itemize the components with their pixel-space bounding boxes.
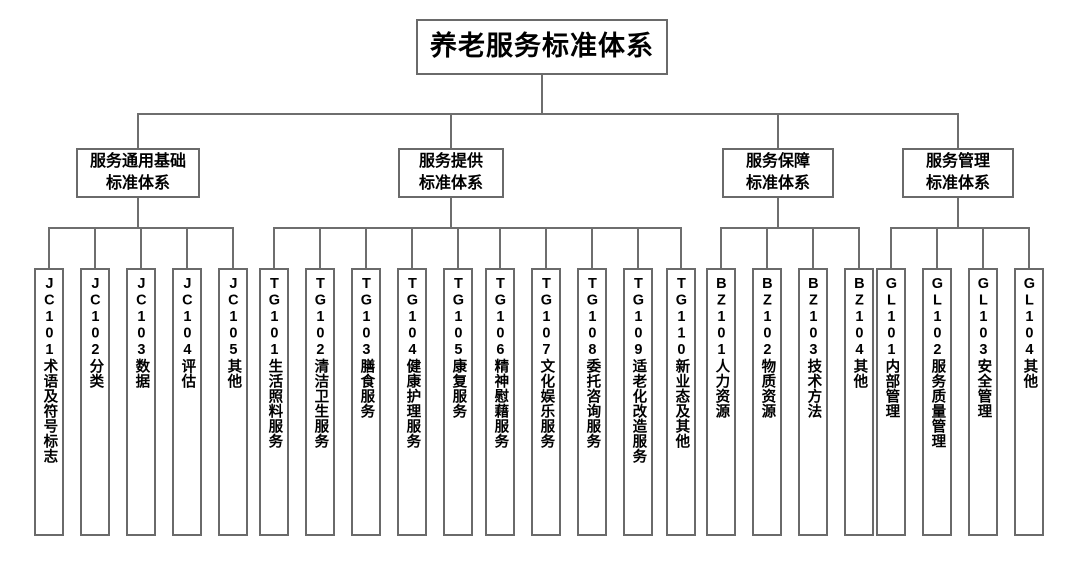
leaf-node-label-TG109: TG109适老化改造服务	[630, 276, 647, 464]
leaf-stem-connector-TG109	[637, 227, 639, 268]
branch-node-BZ[interactable]: 服务保障 标准体系	[722, 148, 834, 198]
leaf-stem-connector-JC102	[94, 227, 96, 268]
leaf-bus-connector-BZ	[721, 227, 859, 229]
leaf-node-BZ101[interactable]: BZ101人力资源	[706, 268, 736, 536]
branch-stem-connector-TG	[450, 113, 452, 148]
leaf-node-TG106[interactable]: TG106精神慰藉服务	[485, 268, 515, 536]
leaf-node-label-TG101: TG101生活照料服务	[266, 276, 283, 449]
leaf-node-TG109[interactable]: TG109适老化改造服务	[623, 268, 653, 536]
leaf-node-BZ103[interactable]: BZ103技术方法	[798, 268, 828, 536]
leaf-stem-connector-JC103	[140, 227, 142, 268]
leaf-stem-connector-TG105	[457, 227, 459, 268]
leaf-node-label-JC104: JC104评估	[179, 276, 196, 389]
leaf-node-label-TG103: TG103膳食服务	[358, 276, 375, 419]
leaf-stem-connector-GL101	[890, 227, 892, 268]
branch-drop-connector-TG	[450, 198, 452, 227]
branch-node-label-GL: 服务管理 标准体系	[925, 153, 990, 192]
leaf-node-JC103[interactable]: JC103数据	[126, 268, 156, 536]
leaf-stem-connector-BZ104	[858, 227, 860, 268]
leaf-node-TG110[interactable]: TG110新业态及其他	[666, 268, 696, 536]
leaf-node-TG107[interactable]: TG107文化娱乐服务	[531, 268, 561, 536]
branch-node-label-TG: 服务提供 标准体系	[418, 153, 483, 192]
leaf-node-label-TG104: TG104健康护理服务	[404, 276, 421, 449]
root-bus-connector	[138, 113, 958, 115]
leaf-node-JC102[interactable]: JC102分类	[80, 268, 110, 536]
leaf-node-TG102[interactable]: TG102清洁卫生服务	[305, 268, 335, 536]
leaf-node-label-JC105: JC105其他	[225, 276, 242, 389]
leaf-node-GL101[interactable]: GL101内部管理	[876, 268, 906, 536]
leaf-stem-connector-TG110	[680, 227, 682, 268]
leaf-bus-connector-TG	[274, 227, 681, 229]
leaf-node-label-BZ103: BZ103技术方法	[805, 276, 822, 419]
leaf-node-label-TG110: TG110新业态及其他	[673, 276, 690, 449]
leaf-stem-connector-TG103	[365, 227, 367, 268]
leaf-stem-connector-JC104	[186, 227, 188, 268]
leaf-node-label-TG108: TG108委托咨询服务	[584, 276, 601, 449]
leaf-node-GL104[interactable]: GL104其他	[1014, 268, 1044, 536]
leaf-node-label-TG106: TG106精神慰藉服务	[492, 276, 509, 449]
leaf-stem-connector-GL103	[982, 227, 984, 268]
leaf-node-label-BZ101: BZ101人力资源	[713, 276, 730, 419]
leaf-node-label-TG107: TG107文化娱乐服务	[538, 276, 555, 449]
leaf-stem-connector-TG107	[545, 227, 547, 268]
branch-stem-connector-BZ	[777, 113, 779, 148]
leaf-node-label-GL101: GL101内部管理	[883, 276, 900, 419]
root-node-label: 养老服务标准体系	[430, 31, 654, 62]
leaf-node-GL102[interactable]: GL102服务质量管理	[922, 268, 952, 536]
leaf-node-label-BZ102: BZ102物质资源	[759, 276, 776, 419]
branch-drop-connector-BZ	[777, 198, 779, 227]
leaf-node-TG103[interactable]: TG103膳食服务	[351, 268, 381, 536]
leaf-node-label-BZ104: BZ104其他	[851, 276, 868, 389]
leaf-node-label-JC103: JC103数据	[133, 276, 150, 389]
leaf-node-JC101[interactable]: JC101术语及符号标志	[34, 268, 64, 536]
leaf-node-label-JC102: JC102分类	[87, 276, 104, 389]
leaf-node-JC104[interactable]: JC104评估	[172, 268, 202, 536]
branch-stem-connector-JC	[137, 113, 139, 148]
branch-drop-connector-GL	[957, 198, 959, 227]
leaf-stem-connector-TG106	[499, 227, 501, 268]
root-stem-connector	[541, 75, 543, 113]
leaf-stem-connector-TG102	[319, 227, 321, 268]
leaf-stem-connector-JC101	[48, 227, 50, 268]
branch-node-label-JC: 服务通用基础 标准体系	[89, 153, 186, 192]
leaf-node-label-JC101: JC101术语及符号标志	[41, 276, 58, 464]
leaf-stem-connector-GL104	[1028, 227, 1030, 268]
leaf-node-BZ104[interactable]: BZ104其他	[844, 268, 874, 536]
leaf-node-TG101[interactable]: TG101生活照料服务	[259, 268, 289, 536]
leaf-stem-connector-TG101	[273, 227, 275, 268]
branch-stem-connector-GL	[957, 113, 959, 148]
branch-node-JC[interactable]: 服务通用基础 标准体系	[76, 148, 200, 198]
leaf-node-TG108[interactable]: TG108委托咨询服务	[577, 268, 607, 536]
leaf-stem-connector-TG104	[411, 227, 413, 268]
leaf-node-label-TG105: TG105康复服务	[450, 276, 467, 419]
leaf-stem-connector-TG108	[591, 227, 593, 268]
leaf-bus-connector-GL	[891, 227, 1029, 229]
leaf-node-label-GL103: GL103安全管理	[975, 276, 992, 419]
leaf-stem-connector-JC105	[232, 227, 234, 268]
branch-drop-connector-JC	[137, 198, 139, 227]
leaf-node-TG105[interactable]: TG105康复服务	[443, 268, 473, 536]
leaf-stem-connector-BZ102	[766, 227, 768, 268]
root-node[interactable]: 养老服务标准体系	[416, 19, 668, 75]
leaf-node-BZ102[interactable]: BZ102物质资源	[752, 268, 782, 536]
branch-node-label-BZ: 服务保障 标准体系	[745, 153, 810, 192]
leaf-node-label-GL104: GL104其他	[1021, 276, 1038, 389]
leaf-node-GL103[interactable]: GL103安全管理	[968, 268, 998, 536]
leaf-stem-connector-GL102	[936, 227, 938, 268]
leaf-node-TG104[interactable]: TG104健康护理服务	[397, 268, 427, 536]
leaf-stem-connector-BZ103	[812, 227, 814, 268]
branch-node-TG[interactable]: 服务提供 标准体系	[398, 148, 504, 198]
leaf-node-label-GL102: GL102服务质量管理	[929, 276, 946, 449]
branch-node-GL[interactable]: 服务管理 标准体系	[902, 148, 1014, 198]
leaf-node-label-TG102: TG102清洁卫生服务	[312, 276, 329, 449]
leaf-stem-connector-BZ101	[720, 227, 722, 268]
leaf-node-JC105[interactable]: JC105其他	[218, 268, 248, 536]
